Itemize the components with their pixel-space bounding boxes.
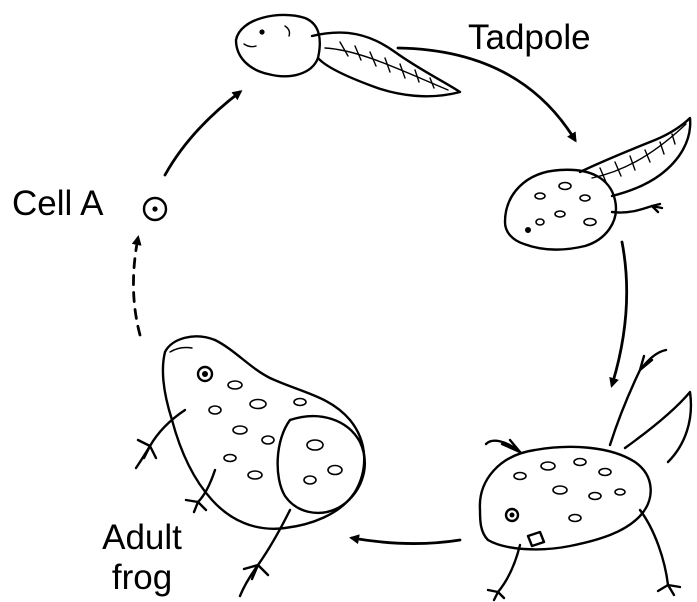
- tadpole-icon: [236, 15, 460, 96]
- cell-a-label: Cell A: [12, 184, 103, 224]
- dashed-arrow-adult-to-cell: [133, 238, 140, 335]
- froglet-with-tail-icon: [480, 350, 691, 600]
- adult-frog-label-line1: Adult: [82, 518, 202, 558]
- adult-frog-label-line2: frog: [82, 558, 202, 598]
- adult-frog-label: Adult frog: [82, 518, 202, 599]
- arrow-froglet-to-adult-frog: [352, 538, 460, 544]
- arrow-legged-tadpole-to-froglet: [612, 242, 627, 385]
- arrow-cell-to-tadpole: [165, 92, 240, 175]
- tadpole-label: Tadpole: [468, 18, 591, 58]
- arrow-tadpole-to-legged-tadpole: [398, 48, 575, 140]
- tadpole-with-hind-legs-icon: [505, 118, 690, 250]
- cell-icon: [144, 198, 166, 220]
